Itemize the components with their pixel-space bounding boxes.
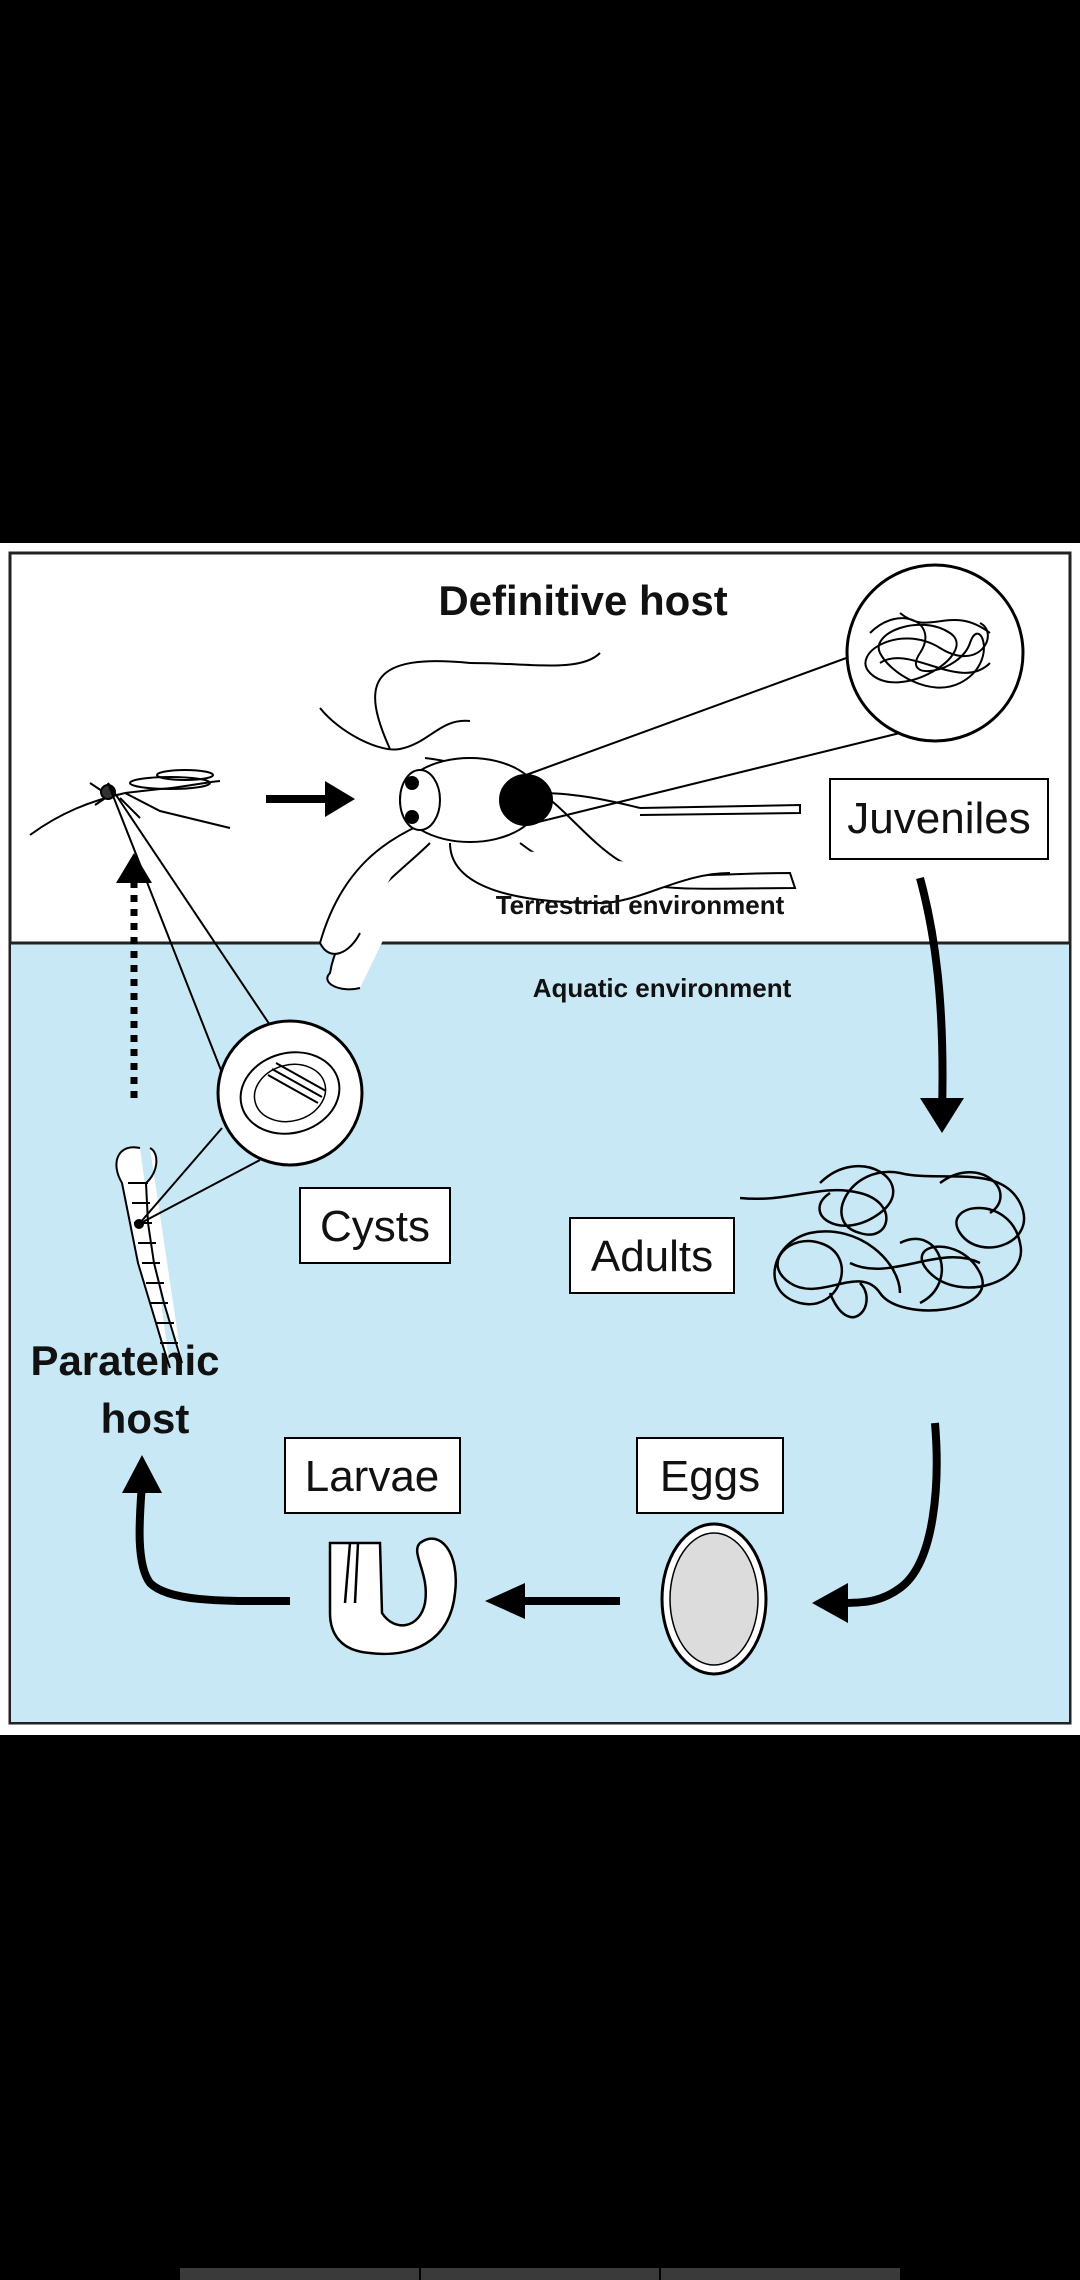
life-cycle-diagram: Definitive host xyxy=(0,543,1080,1735)
cricket-icon xyxy=(318,652,801,991)
system-navigation-bar xyxy=(180,2268,901,2280)
juvenile-magnified-circle xyxy=(845,563,1025,743)
arrow-to-adults xyxy=(916,876,947,1114)
aquatic-label: Aquatic environment xyxy=(533,973,792,1003)
mosquito-larva-icon xyxy=(115,1146,183,1369)
egg-icon xyxy=(660,1522,768,1676)
diagram-title: Definitive host xyxy=(438,577,727,624)
arrow-head-right xyxy=(325,781,355,817)
diagram-canvas: Definitive host xyxy=(8,551,1072,1725)
juveniles-label: Juveniles xyxy=(847,794,1030,843)
paratenic-label-line2: host xyxy=(101,1395,190,1442)
aquatic-zone xyxy=(11,943,1069,1722)
cysts-label: Cysts xyxy=(320,1202,430,1251)
cysts-box xyxy=(299,1187,451,1264)
arrow-head-up xyxy=(122,1455,162,1493)
adult-worms-icon xyxy=(739,1164,1026,1319)
arrow-to-paratenic-host xyxy=(135,1482,291,1606)
arrow-head-down xyxy=(920,1098,964,1133)
adults-box xyxy=(569,1217,735,1294)
arrow-head-left-1 xyxy=(812,1583,848,1623)
adults-label: Adults xyxy=(591,1232,713,1281)
dotted-arrow-head xyxy=(116,853,152,883)
arrow-head-left-2 xyxy=(485,1583,525,1619)
larvae-label: Larvae xyxy=(305,1452,440,1501)
nav-segment-right[interactable] xyxy=(661,2268,901,2280)
larvae-box xyxy=(284,1437,461,1514)
juveniles-box xyxy=(829,778,1049,860)
cyst-zoom xyxy=(107,782,364,1225)
paratenic-label-line1: Paratenic xyxy=(30,1337,219,1384)
nav-segment-center[interactable] xyxy=(420,2268,660,2280)
arrow-to-eggs xyxy=(839,1422,941,1607)
eggs-label: Eggs xyxy=(660,1452,760,1501)
larva-icon xyxy=(328,1537,458,1656)
nav-segment-left[interactable] xyxy=(180,2268,419,2280)
juvenile-zoom xyxy=(525,563,1025,826)
terrestrial-label: Terrestrial environment xyxy=(496,890,785,920)
eggs-box xyxy=(636,1437,784,1514)
